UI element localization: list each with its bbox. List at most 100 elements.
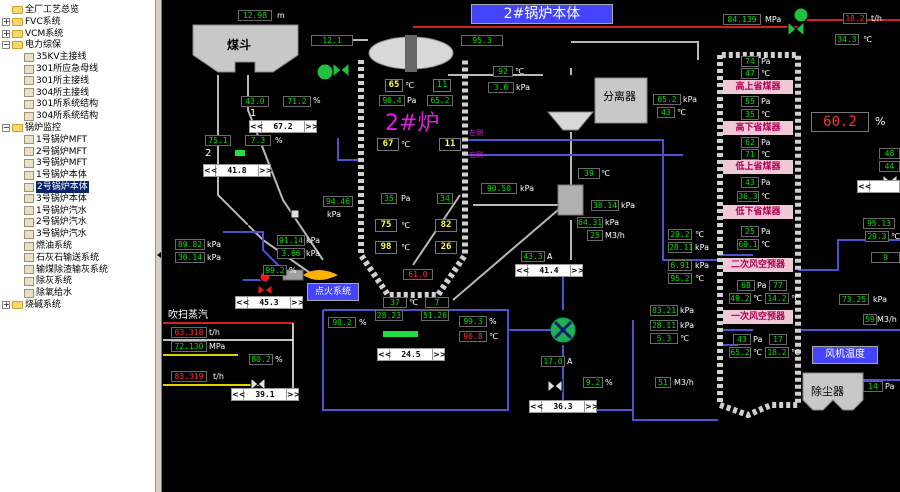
value-field: 51.26 bbox=[421, 310, 449, 321]
value-field: 94.46 bbox=[323, 196, 353, 207]
value-field: 29.3 bbox=[865, 231, 889, 242]
value-field: 28.23 bbox=[375, 310, 403, 321]
tree-item[interactable]: +VCM系统 bbox=[2, 28, 63, 40]
tree-item[interactable]: 304所系统结构 bbox=[24, 110, 98, 122]
tree-item[interactable]: 全厂工艺总览 bbox=[2, 4, 79, 16]
tree-item[interactable]: 3号锅炉汽水 bbox=[24, 228, 87, 240]
page-icon bbox=[24, 194, 34, 204]
tree-item[interactable]: 3号锅炉本体 bbox=[24, 193, 87, 205]
coal-hopper-label: 煤斗 bbox=[227, 38, 252, 52]
value-field: 65.2 bbox=[653, 94, 681, 105]
unit-label: kPa bbox=[680, 306, 694, 315]
tree-item[interactable]: 2号锅炉MFT bbox=[24, 146, 87, 158]
tree-item[interactable]: 301所系统结构 bbox=[24, 98, 98, 110]
collapse-arrow-icon[interactable] bbox=[157, 252, 161, 258]
unit-label: ℃ bbox=[409, 298, 418, 307]
expand-icon[interactable]: + bbox=[2, 300, 10, 309]
increase-button[interactable]: >> bbox=[432, 349, 447, 360]
control-41-4[interactable]: <<41.4>> bbox=[515, 264, 585, 277]
expand-icon[interactable]: + bbox=[2, 28, 10, 38]
tree-item[interactable]: 燃油系统 bbox=[24, 240, 72, 252]
decrease-button[interactable]: << bbox=[232, 389, 246, 400]
control-67-2[interactable]: <<67.2>> bbox=[249, 120, 319, 133]
control-39-1[interactable]: <<39.1>> bbox=[231, 388, 301, 401]
increase-button[interactable]: >> bbox=[584, 401, 599, 412]
control-36-3[interactable]: <<36.3>> bbox=[529, 400, 599, 413]
decrease-button[interactable]: << bbox=[204, 165, 218, 176]
tree-item[interactable]: 2号锅炉汽水 bbox=[24, 216, 87, 228]
tree-item[interactable]: 1号锅炉汽水 bbox=[24, 205, 87, 217]
folder-icon bbox=[12, 29, 23, 38]
tree-item[interactable]: − 锅炉监控 bbox=[2, 122, 61, 134]
furnace-value: 82 bbox=[435, 219, 457, 232]
decrease-button[interactable]: << bbox=[236, 297, 250, 308]
page-icon bbox=[24, 111, 34, 121]
fan-temperature-button[interactable]: 风机温度 bbox=[812, 346, 878, 364]
purge-steam-label: 吹扫蒸汽 bbox=[168, 310, 208, 321]
increase-button[interactable]: >> bbox=[290, 297, 305, 308]
ignition-system-button[interactable]: 点火系统 bbox=[307, 283, 359, 301]
unit-label: t/h bbox=[213, 372, 224, 381]
panel-splitter[interactable] bbox=[156, 0, 162, 492]
tree-item[interactable]: 1号锅炉本体 bbox=[24, 169, 87, 181]
control-24-5[interactable]: <<24.5>> bbox=[377, 348, 447, 361]
tree-item[interactable]: 301所主接线 bbox=[24, 75, 89, 87]
value-field: 28.11 bbox=[668, 242, 694, 253]
unit-label: A bbox=[567, 357, 573, 366]
collapse-icon[interactable]: − bbox=[2, 40, 10, 50]
value-field: 6.91 bbox=[668, 260, 692, 271]
tree-item[interactable]: 304所主接线 bbox=[24, 87, 89, 99]
tree-item[interactable]: 35KV主接线 bbox=[24, 51, 87, 63]
page-icon bbox=[24, 76, 34, 86]
control-45-3[interactable]: <<45.3>> bbox=[235, 296, 305, 309]
unit-label: A bbox=[547, 252, 553, 261]
increase-button[interactable]: >> bbox=[258, 165, 273, 176]
control-value bbox=[870, 181, 899, 192]
tree-item-label: 锅炉监控 bbox=[25, 123, 62, 133]
unit-label: ℃ bbox=[761, 192, 770, 201]
control-right-edge[interactable]: << bbox=[857, 180, 900, 193]
increase-button[interactable]: >> bbox=[570, 265, 585, 276]
tree-item[interactable]: 除氧给水 bbox=[24, 287, 72, 299]
value-field: 55 bbox=[741, 96, 759, 107]
collapse-icon[interactable]: − bbox=[2, 123, 10, 132]
value-field: 9.2 bbox=[583, 377, 603, 388]
value-field: 95.2 bbox=[668, 273, 692, 284]
tree-item[interactable]: +烧碱系统 bbox=[2, 299, 61, 311]
tree-item[interactable]: 2号锅炉本体 bbox=[24, 181, 89, 193]
page-icon bbox=[24, 170, 34, 180]
value-field: 90.4 bbox=[379, 95, 405, 106]
decrease-button[interactable]: << bbox=[858, 181, 872, 192]
decrease-button[interactable]: << bbox=[250, 121, 264, 132]
furnace-label: 2#炉 bbox=[385, 111, 440, 136]
decrease-button[interactable]: << bbox=[378, 349, 392, 360]
tree-item[interactable]: 301所应急母线 bbox=[24, 63, 98, 75]
unit-label: ℃ bbox=[753, 294, 762, 303]
tree-item[interactable]: +FVC系统 bbox=[2, 16, 61, 28]
page-icon bbox=[24, 265, 34, 275]
value-field: 68 bbox=[737, 280, 755, 291]
value-field: 65.2 bbox=[729, 347, 751, 358]
value-field: 91.14 bbox=[277, 235, 305, 246]
unit-label: ℃ bbox=[761, 150, 770, 159]
tree-item-label: 石灰石输送系统 bbox=[36, 252, 100, 263]
tree-item[interactable]: 除灰系统 bbox=[24, 275, 72, 287]
tree-item[interactable]: 石灰石输送系统 bbox=[24, 252, 99, 264]
tree-item[interactable]: 3号锅炉MFT bbox=[24, 157, 87, 169]
tree-item[interactable]: 输煤除渣输灰系统 bbox=[24, 264, 108, 276]
tree-item[interactable]: 1号锅炉MFT bbox=[24, 134, 87, 146]
value-field: 71 bbox=[741, 149, 759, 160]
tree-item[interactable]: −电力综保 bbox=[2, 39, 61, 51]
decrease-button[interactable]: << bbox=[530, 401, 544, 412]
unit-label: t/h bbox=[871, 14, 882, 23]
decrease-button[interactable]: << bbox=[516, 265, 530, 276]
increase-button[interactable]: >> bbox=[304, 121, 319, 132]
control-41-8[interactable]: <<41.8>> bbox=[203, 164, 273, 177]
increase-button[interactable]: >> bbox=[286, 389, 301, 400]
unit-label: ℃ bbox=[680, 334, 689, 343]
value-field: 43.0 bbox=[241, 96, 269, 107]
expand-icon[interactable]: + bbox=[2, 16, 10, 26]
page-icon bbox=[24, 253, 34, 263]
value-field: 90.50 bbox=[481, 183, 517, 194]
